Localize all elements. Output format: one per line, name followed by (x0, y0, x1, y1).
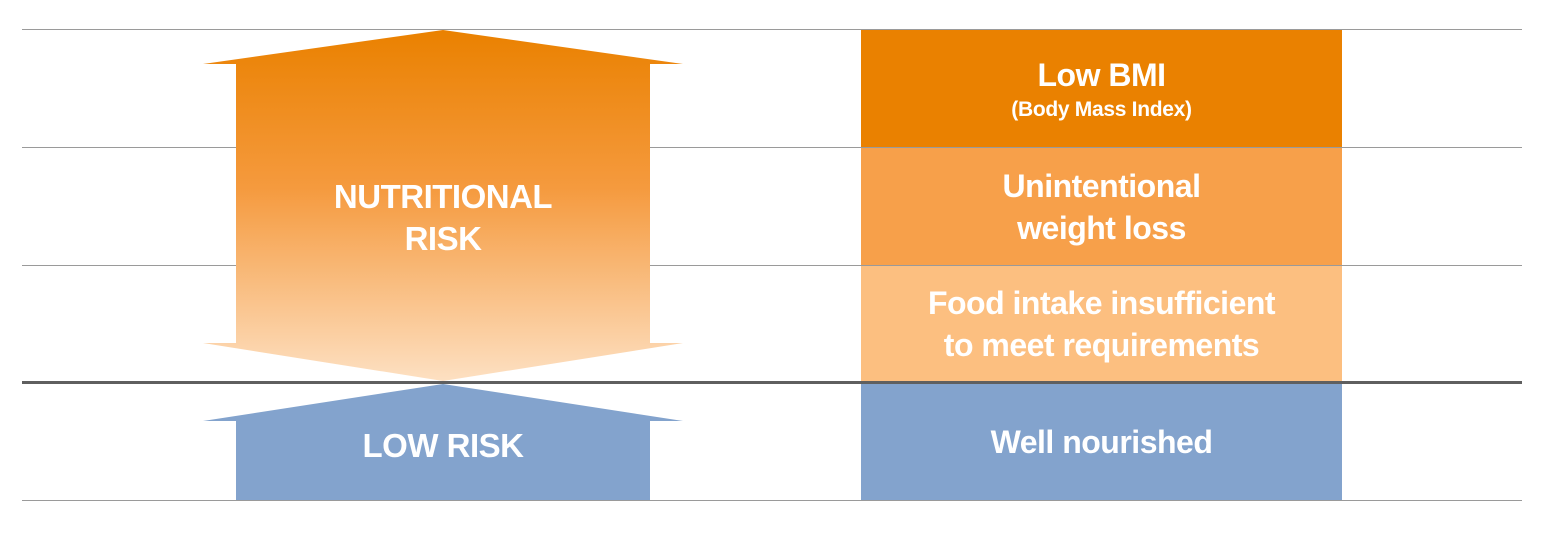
food-intake-line-2: to meet requirements (943, 326, 1260, 363)
gridline-bottom (22, 500, 1522, 501)
low-bmi-box: Low BMI (Body Mass Index) (861, 30, 1342, 147)
food-intake-box: Food intake insufficient to meet require… (861, 266, 1342, 381)
well-nourished-text: Well nourished (990, 424, 1213, 460)
gridline-2 (22, 147, 1522, 148)
low-bmi-text: Low BMI (1037, 56, 1166, 93)
food-intake-line-1: Food intake insufficient (927, 284, 1276, 321)
weight-loss-line-2: weight loss (1017, 209, 1186, 246)
weight-loss-box: Unintentional weight loss (861, 148, 1342, 265)
weight-loss-line-1: Unintentional (1002, 167, 1201, 204)
low-risk-text: LOW RISK (362, 427, 524, 464)
low-risk-label: LOW RISK (236, 425, 650, 467)
nutritional-risk-label: NUTRITIONAL RISK (236, 176, 650, 260)
low-bmi-subtext: (Body Mass Index) (1011, 97, 1192, 121)
nutritional-risk-line-2: RISK (404, 220, 482, 257)
nutritional-risk-arrow (203, 30, 683, 381)
low-risk-arrow (203, 384, 683, 500)
gridline-top (22, 29, 1522, 30)
risk-divider-line (22, 381, 1522, 384)
nutritional-risk-line-1: NUTRITIONAL (333, 178, 553, 215)
gridline-3 (22, 265, 1522, 266)
well-nourished-box: Well nourished (861, 384, 1342, 500)
